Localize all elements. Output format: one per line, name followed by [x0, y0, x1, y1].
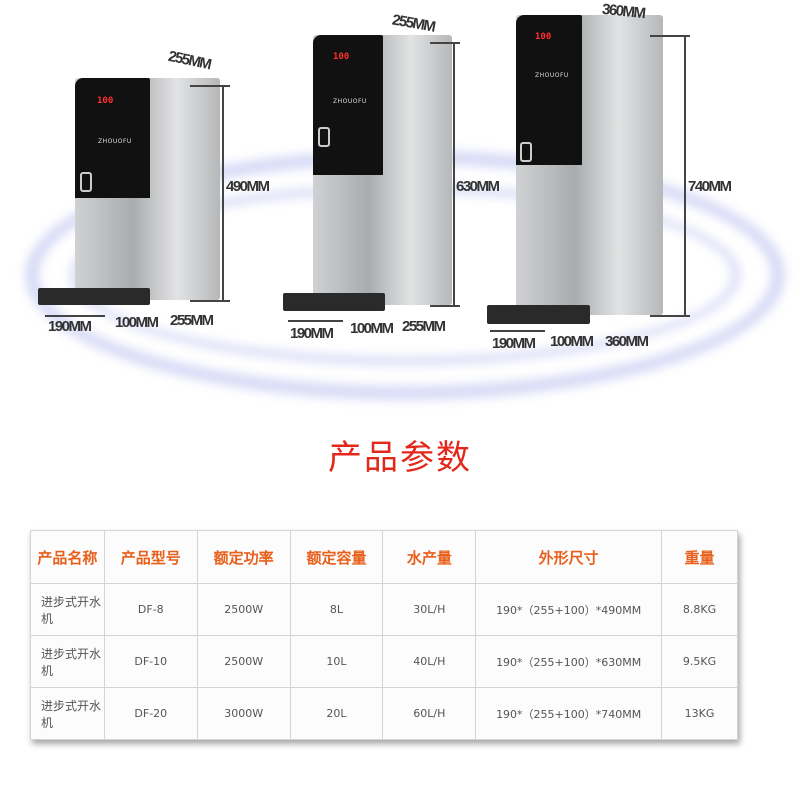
cell: 进步式开水机 [30, 635, 105, 688]
table-row: 进步式开水机 DF-10 2500W 10L 40L/H 190*（255+10… [30, 635, 738, 688]
cell: 60L/H [382, 687, 477, 740]
display-readout: 100 [333, 52, 350, 62]
dim-label: 190MM [492, 335, 536, 352]
drip-tray [283, 293, 385, 311]
faucet-icon [318, 127, 330, 147]
table-header-row: 产品名称 产品型号 额定功率 额定容量 水产量 外形尺寸 重量 [30, 530, 738, 584]
table-row: 进步式开水机 DF-8 2500W 8L 30L/H 190*（255+100）… [30, 583, 738, 636]
brand-logo: ZHOUOFU [333, 98, 367, 105]
dim-label: 100MM [115, 314, 159, 331]
dim-label: 255MM [402, 318, 446, 335]
display-readout: 100 [97, 96, 114, 106]
header-cell: 产品名称 [30, 530, 105, 584]
dim-label: 740MM [688, 178, 732, 195]
cell: 190*（255+100）*740MM [475, 687, 663, 740]
cell: 13KG [661, 687, 738, 740]
faucet-icon [80, 172, 92, 192]
cell: 10L [289, 635, 384, 688]
dim-label: 490MM [226, 178, 270, 195]
spec-table: 产品名称 产品型号 额定功率 额定容量 水产量 外形尺寸 重量 进步式开水机 D… [30, 530, 738, 740]
brand-logo: ZHOUOFU [535, 72, 569, 79]
cell: 9.5KG [661, 635, 738, 688]
cell: 3000W [196, 687, 291, 740]
faucet-icon [520, 142, 532, 162]
drip-tray [487, 305, 590, 324]
header-cell: 产品型号 [103, 530, 198, 584]
cell: 40L/H [382, 635, 477, 688]
section-title: 产品参数 [328, 438, 472, 478]
table-row: 进步式开水机 DF-20 3000W 20L 60L/H 190*（255+10… [30, 687, 738, 740]
dim-label: 630MM [456, 178, 500, 195]
cell: 190*（255+100）*630MM [475, 635, 663, 688]
header-cell: 重量 [661, 530, 738, 584]
cell: DF-10 [103, 635, 198, 688]
drip-tray [38, 288, 150, 305]
cell: DF-8 [103, 583, 198, 636]
cell: 190*（255+100）*490MM [475, 583, 663, 636]
cell: 进步式开水机 [30, 583, 105, 636]
dim-label: 255MM [390, 11, 436, 36]
cell: DF-20 [103, 687, 198, 740]
header-cell: 额定容量 [289, 530, 384, 584]
dim-label: 100MM [350, 320, 394, 337]
header-cell: 额定功率 [196, 530, 291, 584]
cell: 2500W [196, 583, 291, 636]
cell: 8.8KG [661, 583, 738, 636]
display-readout: 100 [535, 32, 552, 42]
cell: 2500W [196, 635, 291, 688]
dim-label: 360MM [605, 333, 649, 350]
dim-label: 190MM [290, 325, 334, 342]
brand-logo: ZHOUOFU [98, 138, 132, 145]
dim-label: 255MM [166, 47, 212, 74]
cell: 30L/H [382, 583, 477, 636]
cell: 8L [289, 583, 384, 636]
header-cell: 水产量 [382, 530, 477, 584]
cell: 进步式开水机 [30, 687, 105, 740]
cell: 20L [289, 687, 384, 740]
dim-label: 255MM [170, 312, 214, 329]
header-cell: 外形尺寸 [475, 530, 663, 584]
dim-label: 100MM [550, 333, 594, 350]
dim-label: 190MM [48, 318, 92, 335]
